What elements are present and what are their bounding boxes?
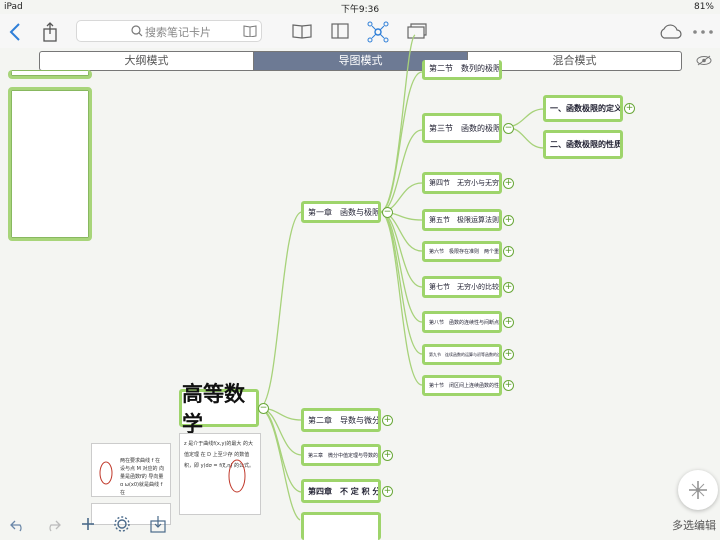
search-field[interactable]: 搜索笔记卡片 [76, 20, 262, 42]
subsection-node[interactable]: 一、函数极限的定义 [543, 95, 623, 122]
chapter-node[interactable]: 第四章 不 定 积 分 [301, 479, 381, 503]
chapter-node[interactable]: 第一章 函数与极限 [301, 201, 381, 223]
tab-mixed[interactable]: 混合模式 [552, 54, 597, 67]
section-node[interactable]: 第六节 极限存在准则 两个重要极限 [422, 241, 502, 262]
undo-icon[interactable] [10, 518, 26, 532]
expand-plus-icon[interactable]: + [503, 349, 514, 360]
note-text: 两在要求曲线 f 在 设与点 M 对应的 向量是函数f的 导向量ɑ ω(x0)就… [120, 458, 165, 496]
hide-eye-icon[interactable] [696, 55, 712, 66]
share-icon[interactable] [42, 22, 58, 42]
multi-select-button[interactable]: 多选编辑 [672, 519, 716, 532]
expand-plus-icon[interactable]: + [503, 215, 514, 226]
expand-plus-icon[interactable]: + [503, 246, 514, 257]
battery-level: 81% [693, 2, 714, 12]
expand-plus-icon[interactable]: + [382, 415, 393, 426]
note-card[interactable] [8, 70, 92, 79]
note-text: z 是介于曲线f(x,y)的最大 的大值定理 在 D 上至少存 的数值积，即 y… [184, 441, 255, 469]
split-view-icon[interactable] [331, 23, 349, 39]
expand-plus-icon[interactable]: + [503, 178, 514, 189]
chapter-node[interactable]: 第二章 导数与微分 [301, 408, 381, 432]
section-node[interactable]: 第九节 连续函数的运算与初等函数的连续性 [422, 344, 502, 365]
expand-plus-icon[interactable]: + [503, 282, 514, 293]
section-node[interactable]: 第三节 函数的极限 [422, 113, 502, 143]
mode-switcher: 大纲模式 导图模式 混合模式 [39, 51, 682, 71]
clock: 下午9:36 [340, 5, 380, 15]
handwriting-mark [99, 461, 113, 485]
section-node[interactable]: 第四节 无穷小与无穷大 [422, 172, 502, 194]
note-thumbnail[interactable] [91, 503, 171, 525]
expand-plus-icon[interactable]: − [258, 403, 269, 414]
tab-outline[interactable]: 大纲模式 [40, 52, 254, 70]
section-node[interactable]: 第五节 极限运算法则 [422, 209, 502, 231]
status-bar: iPad 下午9:36 81% [0, 0, 720, 15]
more-icon[interactable] [692, 29, 714, 35]
expand-plus-icon[interactable]: + [382, 450, 393, 461]
sparkle-icon [689, 481, 707, 499]
import-icon[interactable] [150, 515, 166, 533]
book-icon[interactable] [243, 24, 257, 37]
note-thumbnail[interactable]: z 是介于曲线f(x,y)的最大 的大值定理 在 D 上至少存 的数值积，即 y… [179, 433, 261, 515]
section-node[interactable]: 第十节 闭区间上连续函数的性质 [422, 375, 502, 396]
add-node-fab[interactable] [678, 470, 718, 510]
note-card[interactable] [8, 87, 92, 241]
expand-plus-icon[interactable]: + [624, 103, 635, 114]
chapter-node[interactable]: 第三章 微分中值定理与导数的应用 [301, 444, 381, 466]
reader-icon[interactable] [292, 23, 312, 39]
bottom-toolbar [0, 512, 720, 540]
device-label: iPad [4, 2, 23, 12]
search-input[interactable]: 搜索笔记卡片 [145, 26, 211, 39]
chapter-node[interactable] [301, 512, 381, 540]
root-node[interactable]: 高等数学 [179, 381, 259, 436]
redo-icon[interactable] [45, 518, 61, 532]
cards-icon[interactable] [407, 23, 427, 39]
section-node[interactable]: 第七节 无穷小的比较 [422, 276, 502, 298]
expand-plus-icon[interactable]: + [382, 486, 393, 497]
gear-icon[interactable] [113, 515, 131, 533]
collapse-icon[interactable]: − [503, 123, 514, 134]
mindmap-icon[interactable] [367, 21, 389, 43]
search-icon [131, 25, 143, 37]
section-node[interactable]: 第二节 数列的极限 [422, 60, 502, 80]
section-node[interactable]: 第八节 函数的连续性与间断点 [422, 311, 502, 333]
expand-plus-icon[interactable]: + [503, 317, 514, 328]
handwriting-mark [228, 459, 246, 493]
cloud-sync-icon[interactable] [658, 24, 682, 40]
back-chevron-icon[interactable] [8, 22, 22, 42]
add-icon[interactable] [80, 516, 96, 532]
expand-plus-icon[interactable]: − [382, 207, 393, 218]
note-thumbnail[interactable]: 两在要求曲线 f 在 设与点 M 对应的 向量是函数f的 导向量ɑ ω(x0)就… [91, 443, 171, 497]
expand-plus-icon[interactable]: + [503, 380, 514, 391]
subsection-node[interactable]: 二、函数极限的性质 [543, 130, 623, 159]
